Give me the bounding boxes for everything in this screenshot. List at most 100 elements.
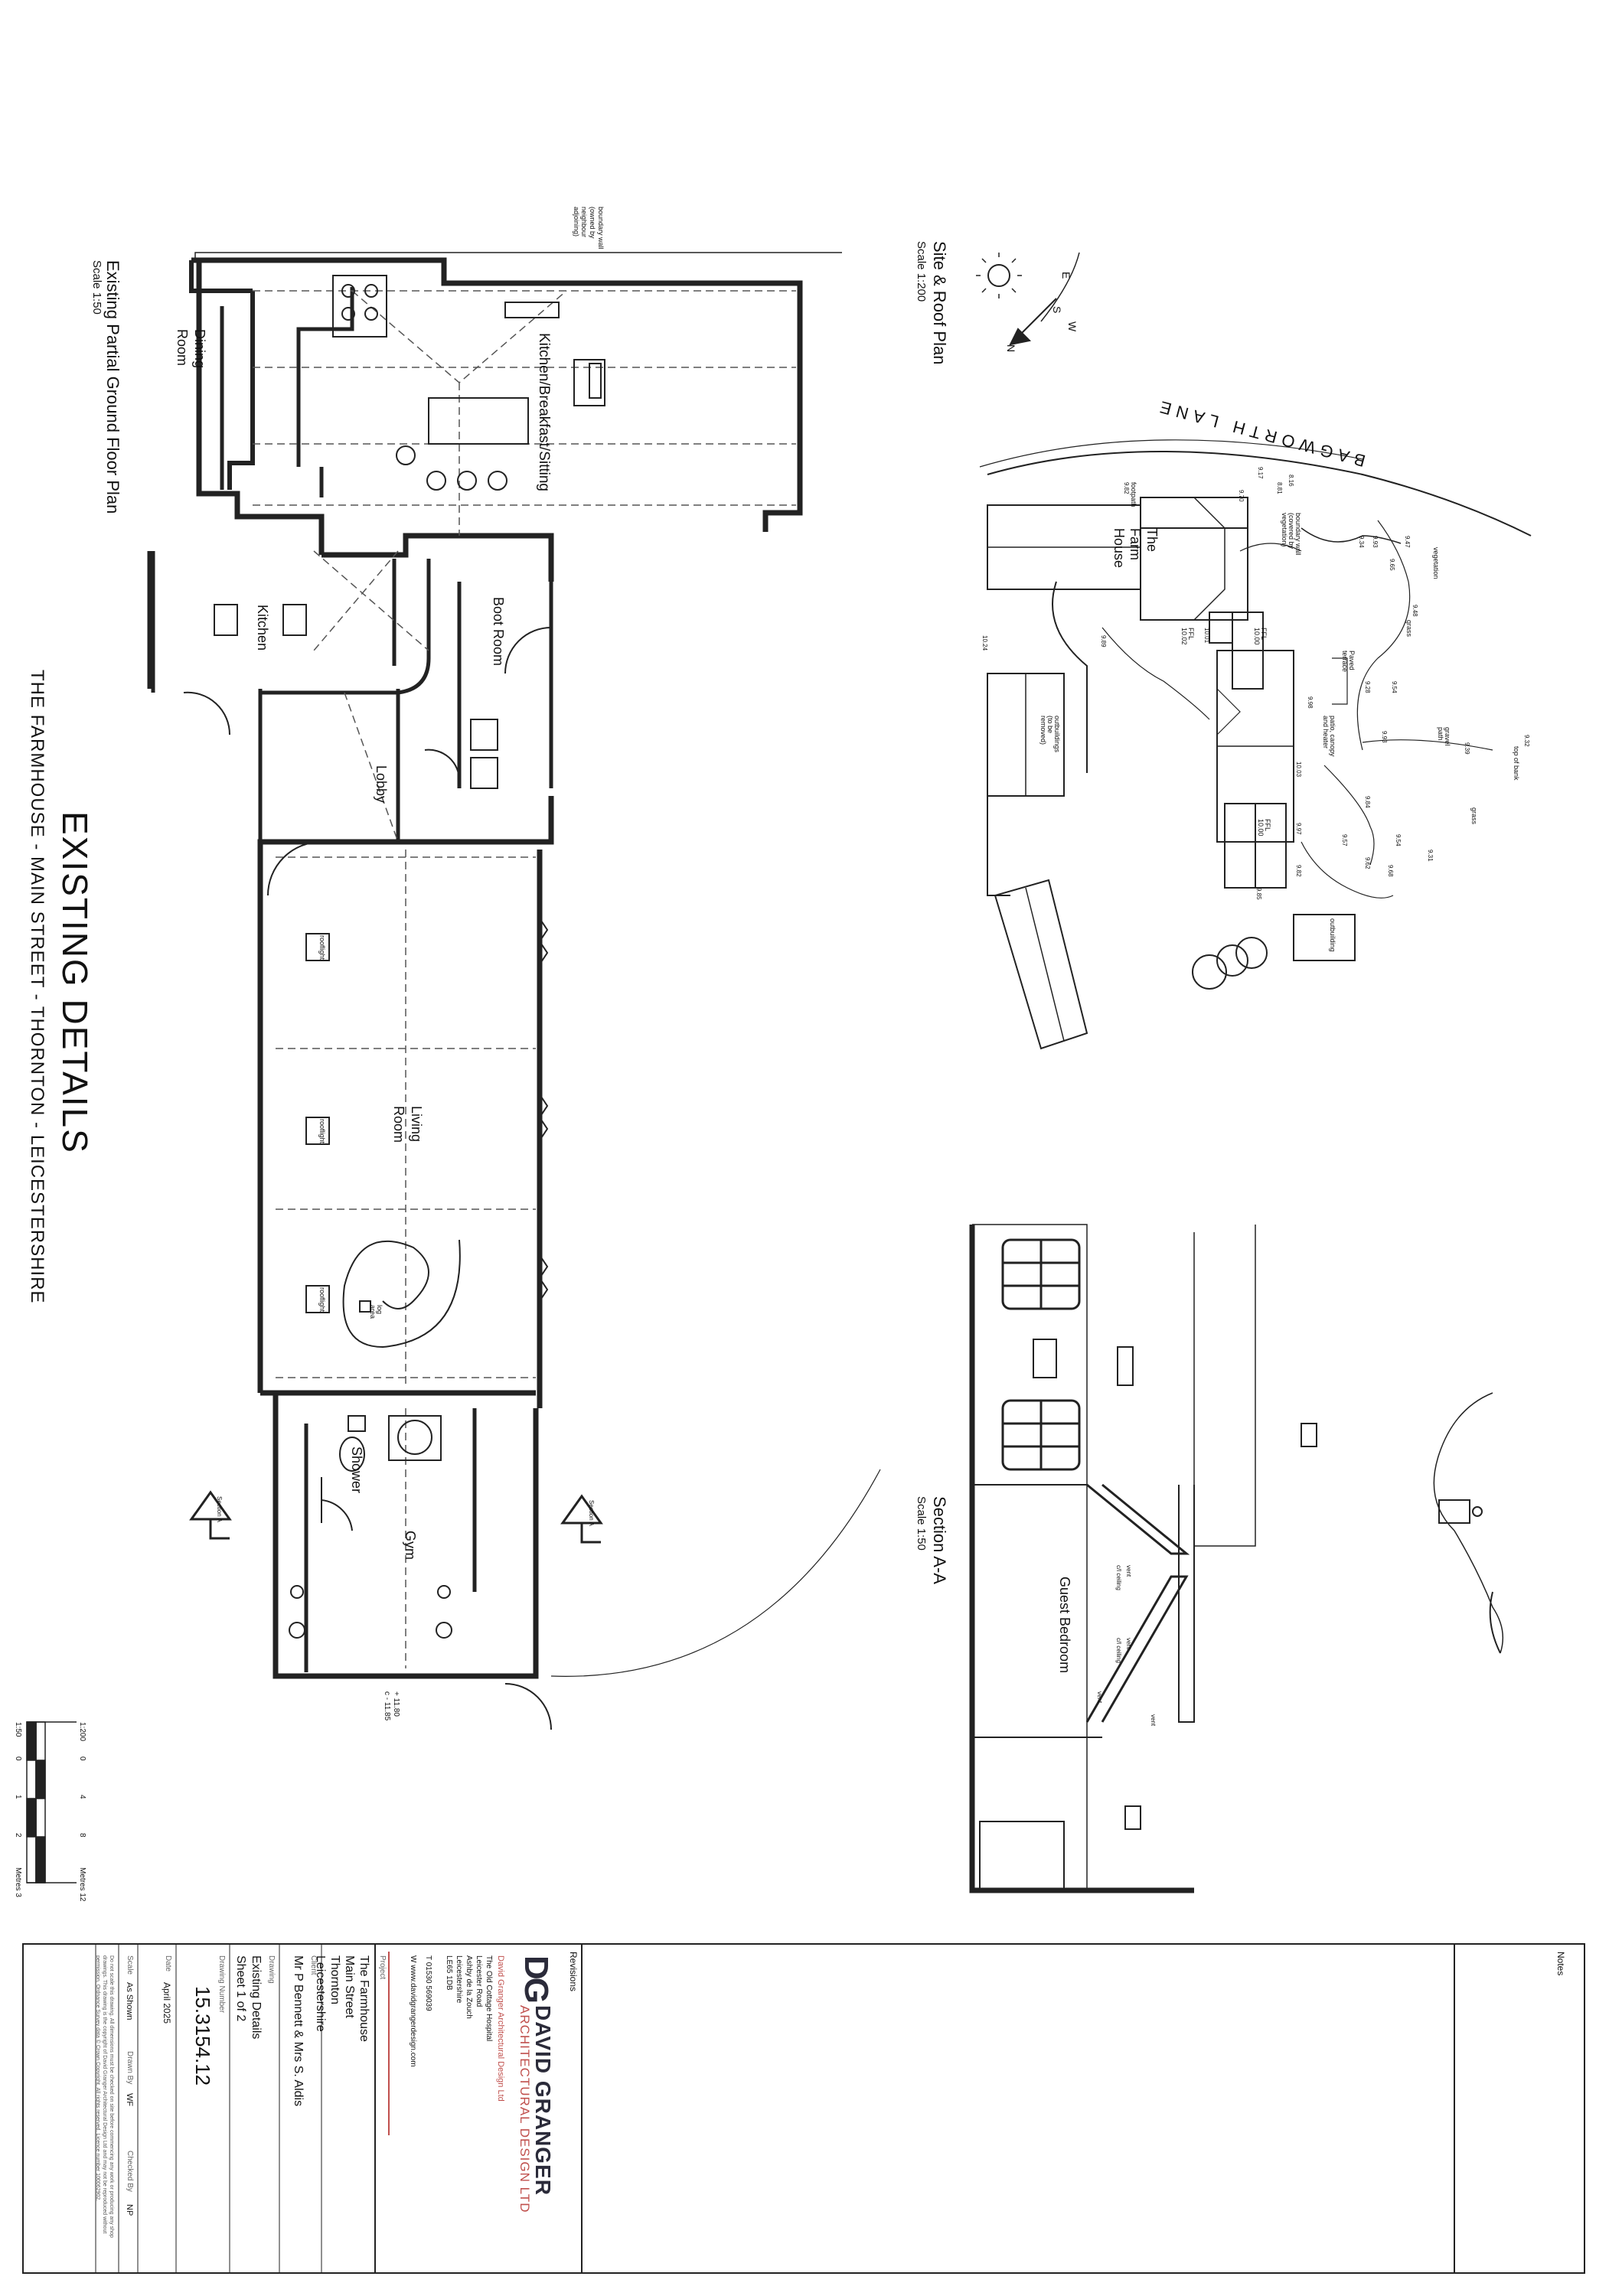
address-line: Leicestershire bbox=[455, 1955, 463, 2004]
room-kitchen-breakfast: Kitchen/Breakfast/Sitting bbox=[536, 333, 552, 491]
scale-label: 1 bbox=[14, 1795, 22, 1799]
scale-label: 0 bbox=[78, 1756, 86, 1761]
site-ffl-1: FFL 10.00 bbox=[1253, 628, 1268, 658]
client-name-text: Mr P Bennett & Mrs S. Aldis bbox=[292, 1955, 305, 2107]
spot-level-value: 9.68 bbox=[1387, 865, 1394, 877]
site-grass-1: grass bbox=[1405, 620, 1413, 637]
drawing-label-text: Drawing bbox=[267, 1955, 276, 1984]
spot-level: 9.47 bbox=[1404, 536, 1411, 548]
spot-level-value: 9.65 bbox=[1389, 559, 1395, 571]
spot-level: 8.81 bbox=[1276, 482, 1283, 494]
scale-label: 0 bbox=[14, 1756, 22, 1761]
section-marker-left-text: Section A bbox=[216, 1496, 223, 1522]
scale-label-text: 1 bbox=[14, 1795, 22, 1799]
address-line: The Old Cottage Hospital bbox=[485, 1955, 493, 2042]
drawing-number-label: Drawing Number bbox=[217, 1955, 226, 2013]
project-line: Main Street bbox=[343, 1955, 356, 2018]
drawing-sheet: Sheet 1 of 2 bbox=[233, 1955, 247, 2021]
spot-level-value: 9.82 bbox=[1295, 865, 1302, 877]
checked-by-value: NP bbox=[125, 2204, 134, 2216]
spot-level: 9.85 bbox=[1255, 888, 1262, 900]
spot-level: 9.54 bbox=[1391, 681, 1398, 693]
spot-level: 9.31 bbox=[1427, 850, 1434, 862]
spot-level: 9.62 bbox=[1364, 857, 1371, 869]
company-logo: DG bbox=[517, 1955, 555, 2001]
spot-level: 9.39 bbox=[1464, 742, 1470, 755]
spot-level-value: 9.84 bbox=[1364, 796, 1371, 808]
compass-w-text: W bbox=[1066, 321, 1079, 332]
client-name: Mr P Bennett & Mrs S. Aldis bbox=[291, 1955, 305, 2106]
note-rooflight-3: rooflight bbox=[318, 1287, 326, 1312]
spot-level-value: 9.62 bbox=[1364, 857, 1371, 869]
spot-level-value: 9.28 bbox=[1364, 681, 1371, 693]
title-block-frame bbox=[22, 1943, 1585, 2274]
spot-level-value: 8.16 bbox=[1287, 475, 1294, 487]
section-note: vent bbox=[1150, 1714, 1157, 1726]
site-patio-text: patio, canopy and heater bbox=[1322, 716, 1336, 757]
site-ffl-3-text: FFL 10.02 bbox=[1180, 628, 1195, 645]
spot-level-value: 9.39 bbox=[1464, 742, 1470, 755]
scale-label: Metres 12 bbox=[78, 1867, 86, 1901]
spot-level: 9.93 bbox=[1372, 536, 1379, 548]
company-web: W www.davidgrangerdesign.com bbox=[409, 1955, 417, 2067]
section-note: c/l ceiling bbox=[1115, 1638, 1122, 1663]
company-address: The Old Cottage Hospital Leicester Road … bbox=[444, 1955, 494, 2108]
drawn-by-value: WF bbox=[125, 2093, 134, 2106]
section-note: c/l ceiling bbox=[1115, 1565, 1122, 1590]
drawing-number-label-text: Drawing Number bbox=[217, 1955, 226, 2014]
spot-level-value: 9.54 bbox=[1395, 834, 1402, 846]
site-boundary-wall-text: boundary wall (covered by vegetation) bbox=[1281, 513, 1302, 556]
note-level-2-text: c - 11.85 bbox=[383, 1691, 391, 1721]
site-ffl-1-text: FFL 10.00 bbox=[1253, 628, 1268, 645]
spot-level-value: 9.17 bbox=[1257, 467, 1264, 479]
drawn-by-label-text: Drawn By bbox=[126, 2051, 134, 2085]
room-kitchen-breakfast-text: Kitchen/Breakfast/Sitting bbox=[536, 333, 552, 491]
site-footpath: footpath bbox=[1130, 482, 1137, 507]
compass-s-text: S bbox=[1051, 306, 1063, 314]
spot-level: 9.28 bbox=[1364, 681, 1371, 693]
site-ffl-2: FFL 10.00 bbox=[1257, 819, 1271, 850]
spot-level: 9.17 bbox=[1257, 467, 1264, 479]
address-line: Leicester Road bbox=[475, 1955, 483, 2007]
notes-label: Notes bbox=[1555, 1952, 1566, 1975]
scale-label-text: 8 bbox=[78, 1833, 86, 1838]
site-ffl-2-text: FFL 10.00 bbox=[1257, 819, 1271, 837]
section-marker-right: Section A bbox=[588, 1500, 595, 1526]
note-boundary-text: boundary wall (owned by neighbour adjoin… bbox=[572, 207, 605, 249]
compass-e-text: E bbox=[1060, 272, 1072, 279]
company-phone-text: T 01530 569039 bbox=[424, 1955, 432, 2011]
compass-w: W bbox=[1066, 321, 1079, 332]
section-room-text: Guest Bedroom bbox=[1057, 1577, 1072, 1674]
spot-level-value: 9.47 bbox=[1404, 536, 1411, 548]
drawing-subtitle: THE FARMHOUSE - MAIN STREET - THORNTON -… bbox=[26, 670, 47, 1303]
site-outbuilding-2: outbuilding bbox=[1329, 918, 1336, 952]
spot-level: 9.82 bbox=[1123, 482, 1130, 494]
site-plan-title: Site & Roof Plan bbox=[929, 241, 949, 364]
project-line: The Farmhouse bbox=[357, 1955, 370, 2042]
scale-label-tb: Scale bbox=[126, 1955, 134, 1975]
site-grass-2: grass bbox=[1470, 807, 1478, 824]
drawing-name-text: Existing Details bbox=[250, 1955, 263, 2040]
project-line: Leicestershire bbox=[314, 1955, 327, 2032]
spot-level-value: 9.57 bbox=[1341, 834, 1348, 846]
section-note: vent bbox=[1125, 1638, 1132, 1650]
ground-plan-title-text: Existing Partial Ground Floor Plan bbox=[103, 260, 122, 514]
section-note-text: vent bbox=[1125, 1638, 1132, 1650]
scale-value-tb-text: As Shown bbox=[125, 1982, 134, 2020]
site-plan-title-text: Site & Roof Plan bbox=[930, 241, 949, 365]
spot-level: 10.01 bbox=[1203, 628, 1210, 643]
section-note-text: c/l ceiling bbox=[1115, 1565, 1122, 1590]
company-sub: ARCHITECTURAL DESIGN LTD bbox=[517, 2005, 532, 2213]
revisions-label-text: Revisions bbox=[568, 1952, 579, 1992]
spot-level-value: 9.70 bbox=[1238, 490, 1245, 502]
spot-level: 9.89 bbox=[1100, 635, 1107, 647]
spot-level: 9.82 bbox=[1295, 865, 1302, 877]
scale-bar bbox=[26, 1721, 77, 1883]
spot-level: 9.68 bbox=[1387, 865, 1394, 877]
ground-plan-title: Existing Partial Ground Floor Plan bbox=[103, 260, 122, 514]
drawing-name: Existing Details bbox=[249, 1955, 263, 2039]
spot-level-value: 9.82 bbox=[1123, 482, 1130, 494]
site-gravel-path: gravel path bbox=[1437, 727, 1451, 758]
site-outbuildings: outbuildings (to be removed) bbox=[1039, 716, 1061, 762]
